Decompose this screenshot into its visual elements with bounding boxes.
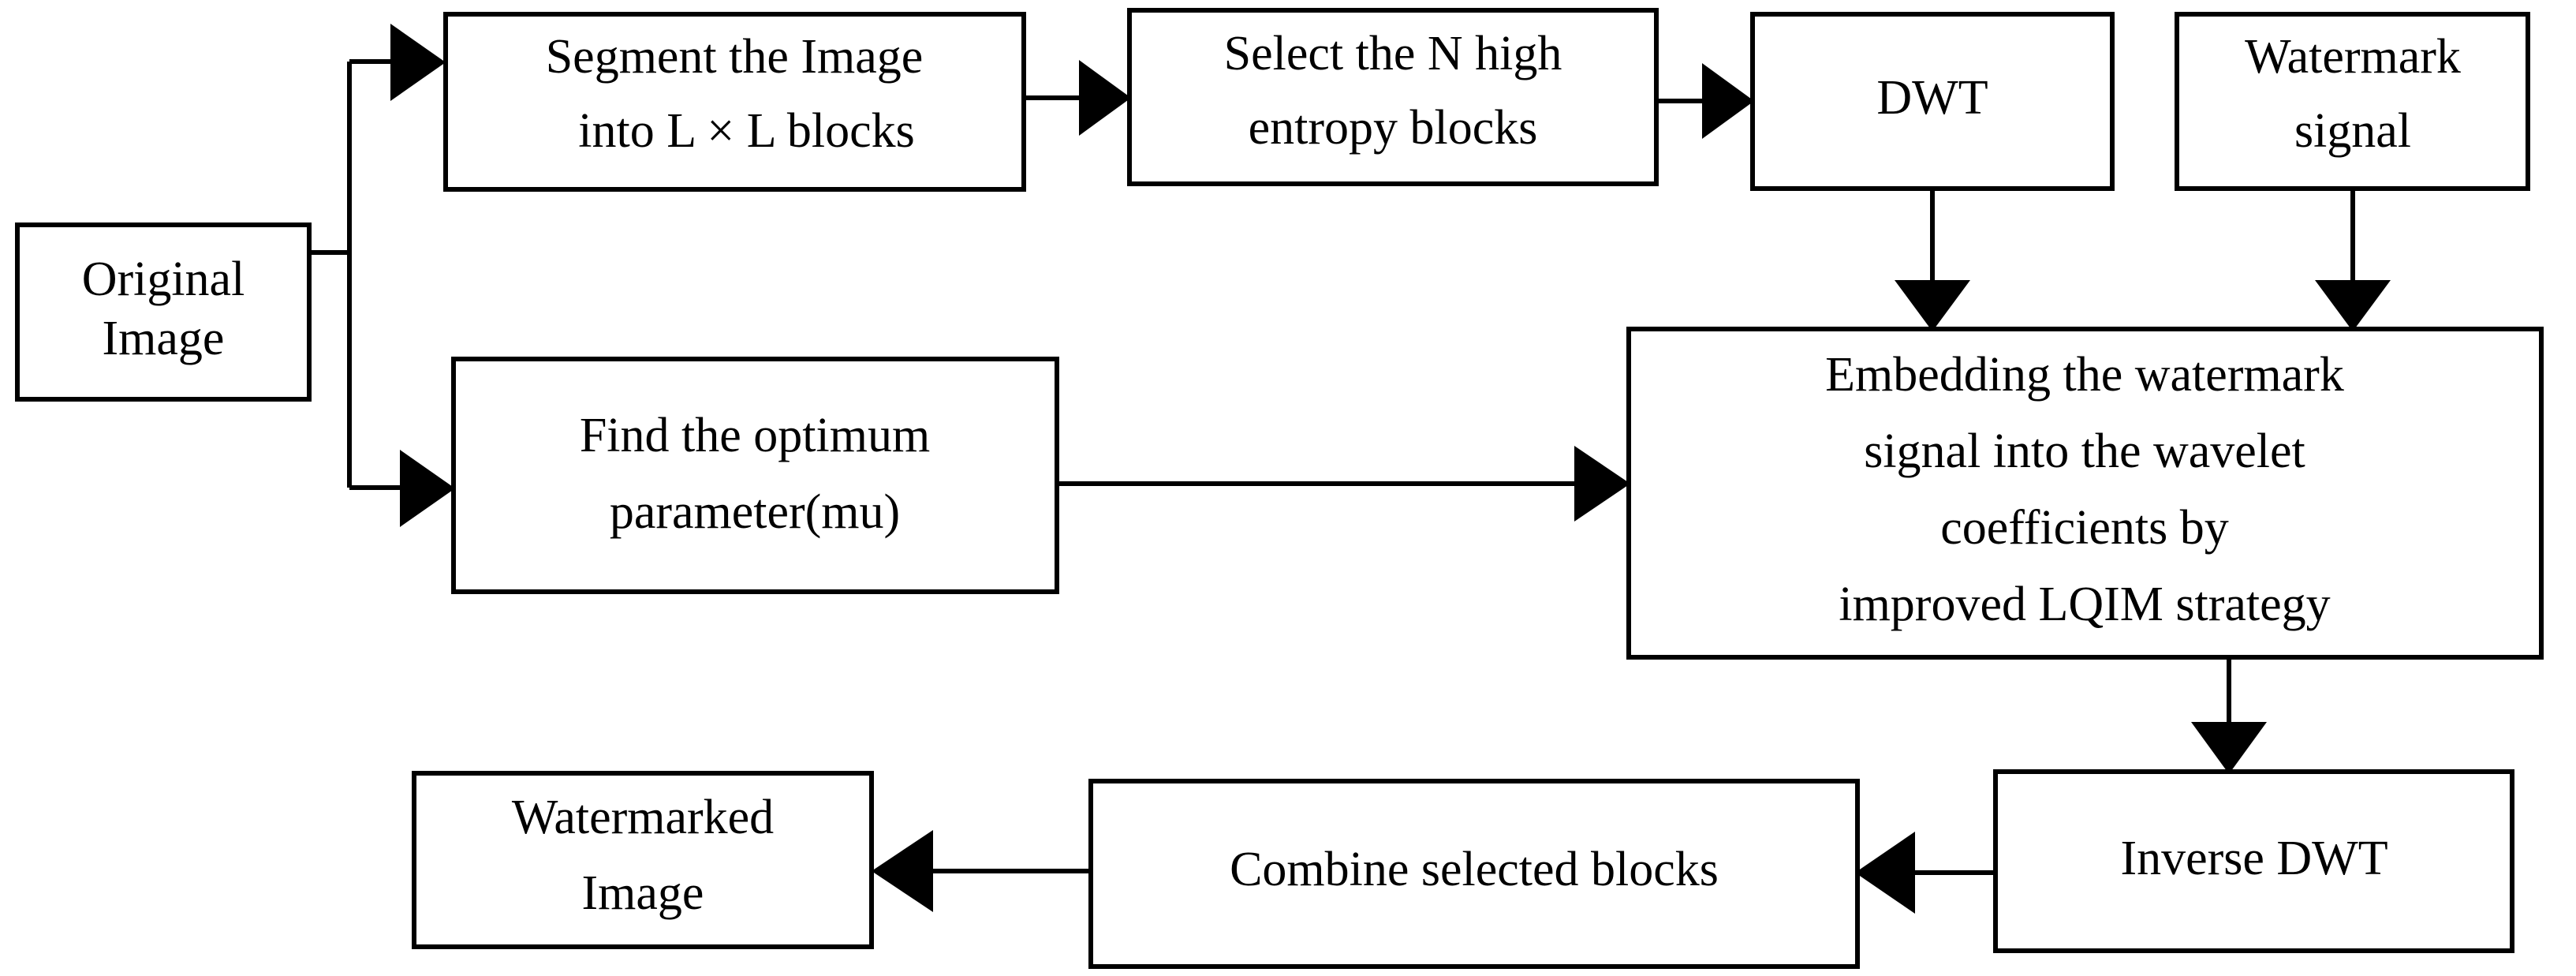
segment-var-l1: L [666, 104, 695, 158]
edge-find-to-embedding [1057, 446, 1630, 522]
arrowhead-to-segment [390, 24, 446, 101]
arrowhead-to-find [400, 450, 455, 527]
combine-selected-blocks-box[interactable]: Combine selected blocks [1088, 779, 1860, 969]
inverse-dwt-box[interactable]: Inverse DWT [1993, 769, 2514, 953]
embedding-label-line-4: improved LQIM strategy [1839, 578, 2330, 631]
combine-selected-blocks-rect[interactable] [1088, 779, 1860, 969]
embedding-label-line-3: coefficients by [1940, 501, 2229, 555]
edge-original-branch [309, 24, 455, 527]
segment-text-into: into [578, 104, 666, 158]
arrowhead-find-embed [1574, 446, 1630, 522]
select-high-entropy-label-line-1: Select the N high [1224, 27, 1562, 80]
segment-image-label-line-2: into L × L blocks [469, 104, 1000, 158]
edge-watermark-to-embedding [2315, 189, 2391, 331]
arrowhead-to-dwt [1702, 63, 1754, 139]
watermarked-image-label-line-1: Watermarked [512, 791, 774, 844]
original-image-rect[interactable] [15, 222, 312, 402]
watermark-signal-rect[interactable] [2175, 12, 2530, 191]
segment-image-label-line-1: Segment the Image [546, 30, 924, 84]
inverse-dwt-label: Inverse DWT [2120, 832, 2387, 885]
edge-embedding-to-inverse-dwt [2191, 657, 2267, 774]
edge-dwt-to-embedding [1895, 189, 1970, 331]
segment-var-l2: L [747, 104, 775, 158]
segment-times: × [695, 104, 747, 158]
find-optimum-label-line-2: parameter(mu) [610, 485, 900, 539]
arrowhead-to-select [1079, 60, 1131, 136]
select-high-entropy-rect[interactable] [1127, 8, 1659, 186]
watermark-signal-box[interactable]: Watermark signal [2175, 12, 2530, 191]
segment-image-box[interactable]: Segment the Image into L × L blocks [443, 12, 1026, 192]
dwt-rect[interactable] [1750, 12, 2115, 191]
arrowhead-watermark-embed [2315, 280, 2391, 331]
edge-inverse-dwt-to-combine [1855, 832, 1995, 914]
embedding-label-line-2: signal into the wavelet [1864, 424, 2305, 478]
watermarked-image-label-line-2: Image [582, 866, 704, 920]
original-image-box[interactable]: Original Image [15, 222, 312, 402]
embedding-watermark-rect[interactable] [1626, 327, 2544, 660]
inverse-dwt-rect[interactable] [1993, 769, 2514, 953]
select-high-entropy-blocks-box[interactable]: Select the N high entropy blocks [1127, 8, 1659, 186]
dwt-box[interactable]: DWT [1750, 12, 2115, 191]
watermark-signal-label-line-2: signal [2294, 104, 2411, 158]
segment-image-rect[interactable] [443, 12, 1026, 192]
watermarked-image-box[interactable]: Watermarked Image [412, 771, 874, 949]
arrowhead-combine-wm [872, 830, 933, 912]
original-image-label-line-1: Original [82, 252, 245, 306]
select-high-entropy-label-line-2: entropy blocks [1249, 101, 1538, 155]
watermark-signal-label-line-1: Watermark [2245, 30, 2461, 84]
edge-select-to-dwt [1656, 63, 1754, 139]
arrowhead-idwt-combine [1855, 832, 1915, 914]
embedding-watermark-box[interactable]: Embedding the watermark signal into the … [1626, 327, 2544, 660]
find-optimum-label-line-1: Find the optimum [580, 409, 930, 462]
find-optimum-rect[interactable] [451, 357, 1059, 594]
find-optimum-parameter-box[interactable]: Find the optimum parameter(mu) [451, 357, 1059, 594]
dwt-label: DWT [1876, 71, 1988, 125]
edge-segment-to-select [1024, 60, 1131, 136]
arrowhead-dwt-embed [1895, 280, 1970, 331]
original-image-label-line-2: Image [103, 312, 225, 365]
segment-text-blocks: blocks [775, 104, 914, 158]
combine-selected-blocks-label: Combine selected blocks [1230, 843, 1719, 896]
arrowhead-embed-idwt [2191, 722, 2267, 774]
embedding-label-line-1: Embedding the watermark [1825, 348, 2344, 402]
watermarked-image-rect[interactable] [412, 771, 874, 949]
edge-combine-to-watermarked [872, 830, 1091, 912]
